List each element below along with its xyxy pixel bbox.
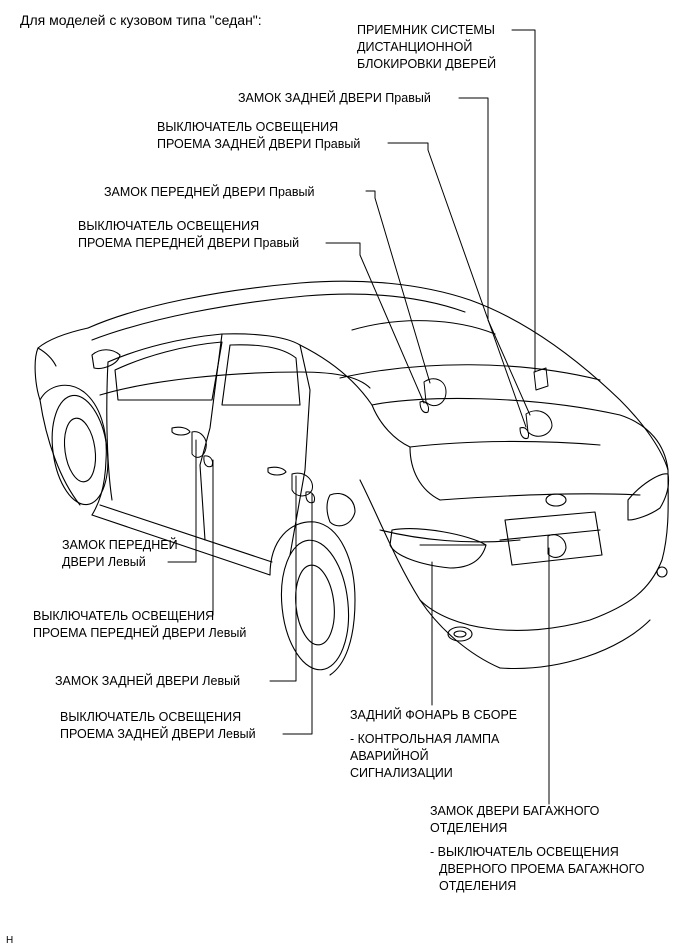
rr-courtesy-label: ВЫКЛЮЧАТЕЛЬ ОСВЕЩЕНИЯ ПРОЕМА ЗАДНЕЙ ДВЕР… [157, 119, 360, 153]
lf-front-lock-label-line1: ЗАМОК ПЕРЕДНЕЙ [62, 538, 178, 552]
lf-courtesy-switch-part [203, 455, 213, 468]
rr-courtesy-label-line2: ПРОЕМА ЗАДНЕЙ ДВЕРИ Правый [157, 137, 361, 151]
rr-courtesy-label-line1: ВЫКЛЮЧАТЕЛЬ ОСВЕЩЕНИЯ [157, 120, 339, 134]
trunk-lock-part [547, 534, 567, 558]
components [191, 367, 567, 558]
lr-courtesy-label-line2: ПРОЕМА ЗАДНЕЙ ДВЕРИ Левый [60, 727, 256, 741]
rf-courtesy-switch-part [419, 401, 429, 413]
trunk-lock-label-line1: ЗАМОК ДВЕРИ БАГАЖНОГО [430, 804, 600, 818]
page-title: Для моделей с кузовом типа "седан": [20, 12, 262, 28]
lr-rear-lock-label: ЗАМОК ЗАДНЕЙ ДВЕРИ Левый [55, 674, 241, 688]
rr-rear-lock-part [525, 410, 553, 437]
receiver-part [533, 367, 549, 391]
taillight-label-sub2: АВАРИЙНОЙ [350, 749, 429, 763]
leader-lines [167, 29, 550, 805]
trunk-sub-label-line1: - ВЫКЛЮЧАТЕЛЬ ОСВЕЩЕНИЯ [430, 845, 619, 859]
taillight-label-sub3: СИГНАЛИЗАЦИИ [350, 766, 453, 780]
taillight-label-sub1: - КОНТРОЛЬНАЯ ЛАМПА [350, 732, 500, 746]
rr-courtesy-switch-part [519, 427, 529, 439]
lr-courtesy-label: ВЫКЛЮЧАТЕЛЬ ОСВЕЩЕНИЯ ПРОЕМА ЗАДНЕЙ ДВЕР… [60, 709, 256, 743]
lf-courtesy-label-line1: ВЫКЛЮЧАТЕЛЬ ОСВЕЩЕНИЯ [33, 609, 215, 623]
lf-front-lock-part [191, 431, 207, 458]
rf-front-lock-part [423, 378, 447, 407]
car-outline [34, 280, 670, 676]
receiver-label-line2: ДИСТАНЦИОННОЙ [357, 40, 473, 54]
receiver-label: ПРИЕМНИК СИСТЕМЫ ДИСТАНЦИОННОЙ БЛОКИРОВК… [357, 22, 496, 73]
rf-courtesy-label-line2: ПРОЕМА ПЕРЕДНЕЙ ДВЕРИ Правый [78, 236, 300, 250]
trunk-lock-label-line2: ОТДЕЛЕНИЯ [430, 821, 508, 835]
rf-front-lock-label: ЗАМОК ПЕРЕДНЕЙ ДВЕРИ Правый [104, 185, 315, 199]
receiver-label-line1: ПРИЕМНИК СИСТЕМЫ [357, 23, 495, 37]
rf-courtesy-label-line1: ВЫКЛЮЧАТЕЛЬ ОСВЕЩЕНИЯ [78, 219, 260, 233]
trunk-lock-label: ЗАМОК ДВЕРИ БАГАЖНОГО ОТДЕЛЕНИЯ - ВЫКЛЮЧ… [430, 803, 644, 895]
rr-rear-lock-label: ЗАМОК ЗАДНЕЙ ДВЕРИ Правый [238, 91, 431, 105]
lf-courtesy-label-line2: ПРОЕМА ПЕРЕДНЕЙ ДВЕРИ Левый [33, 626, 247, 640]
taillight-label: ЗАДНИЙ ФОНАРЬ В СБОРЕ - КОНТРОЛЬНАЯ ЛАМП… [350, 707, 517, 782]
lf-front-lock-label: ЗАМОК ПЕРЕДНЕЙ ДВЕРИ Левый [62, 537, 178, 571]
lr-rear-lock-part [291, 472, 313, 497]
receiver-label-line3: БЛОКИРОВКИ ДВЕРЕЙ [357, 57, 497, 71]
footer-code: H [6, 935, 14, 946]
lf-front-lock-label-line2: ДВЕРИ Левый [62, 555, 146, 569]
lr-courtesy-label-line1: ВЫКЛЮЧАТЕЛЬ ОСВЕЩЕНИЯ [60, 710, 242, 724]
taillight-label-title: ЗАДНИЙ ФОНАРЬ В СБОРЕ [350, 708, 518, 722]
lr-courtesy-switch-part [305, 491, 315, 504]
trunk-sub-label-line2: ДВЕРНОГО ПРОЕМА БАГАЖНОГО [439, 862, 645, 876]
lf-courtesy-label: ВЫКЛЮЧАТЕЛЬ ОСВЕЩЕНИЯ ПРОЕМА ПЕРЕДНЕЙ ДВ… [33, 608, 246, 642]
rf-courtesy-label: ВЫКЛЮЧАТЕЛЬ ОСВЕЩЕНИЯ ПРОЕМА ПЕРЕДНЕЙ ДВ… [78, 218, 299, 252]
trunk-sub-label-line3: ОТДЕЛЕНИЯ [439, 879, 517, 893]
